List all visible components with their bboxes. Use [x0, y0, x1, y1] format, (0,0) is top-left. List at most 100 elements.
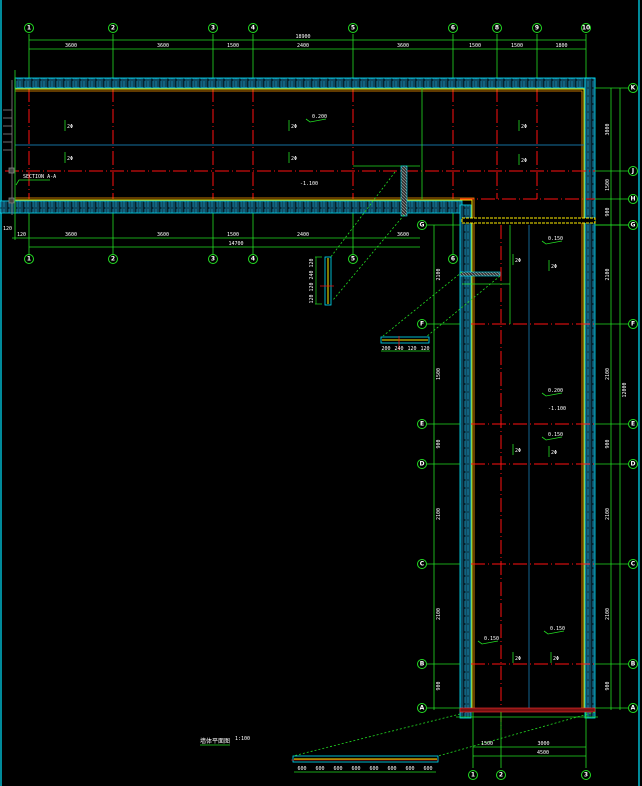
horizontal-grid-lines — [427, 87, 628, 709]
wall-lower-west — [459, 204, 472, 719]
grid-bubble-right-lower-F[interactable]: F — [628, 319, 638, 329]
inner-finish-lines — [15, 88, 585, 710]
dimension-top-1: 3600 — [157, 43, 169, 49]
grid-bubble-circle — [628, 659, 638, 669]
drawing-title: 墙体平面图 — [200, 737, 230, 745]
grid-bubble-top-5[interactable]: 5 — [348, 23, 358, 33]
grid-bubble-right-lower-B[interactable]: B — [628, 659, 638, 669]
grid-bubble-right-lower-E[interactable]: E — [628, 419, 638, 429]
grid-bubble-left-D[interactable]: D — [417, 459, 427, 469]
dimension-lower-bottom-0: 1500 — [481, 741, 493, 747]
section-long-dim-3: 600 — [351, 766, 360, 772]
dimension-right-lower-total: 12000 — [622, 382, 628, 397]
grid-bubble-circle — [492, 23, 502, 33]
beam-mark: 2Φ — [515, 656, 521, 662]
grid-bubble-right-lower-A[interactable]: A — [628, 703, 638, 713]
grid-bubble-circle — [628, 166, 638, 176]
grid-bubble-right-lower-D[interactable]: D — [628, 459, 638, 469]
dimension-top-7: 1800 — [555, 43, 567, 49]
grid-bubble-bottom-4[interactable]: 4 — [248, 254, 258, 264]
grid-bubble-label: 1 — [27, 25, 31, 32]
grid-bubble-circle — [628, 459, 638, 469]
grid-bubble-label: G — [631, 222, 636, 229]
grid-bubble-label: E — [631, 421, 635, 428]
dimension-left-lower-2: 900 — [436, 439, 442, 448]
grid-bubble-label: 5 — [351, 25, 355, 32]
section-horizontal-dim-2: 120 — [407, 346, 416, 352]
grid-bubble-label: 2 — [111, 25, 115, 32]
beam-mark: 2Φ — [553, 656, 559, 662]
level-symbol — [305, 118, 327, 123]
grid-bubble-left-B[interactable]: B — [417, 659, 427, 669]
vertical-grid-lines — [28, 34, 587, 256]
grid-bubble-label: 6 — [451, 256, 455, 263]
dimension-right-top-1: 1500 — [605, 179, 611, 191]
dimension-bottom-2: 1500 — [227, 232, 239, 238]
left-edge-element — [3, 80, 15, 215]
bottom-dimension-lines — [456, 712, 598, 768]
grid-bubble-circle — [417, 659, 427, 669]
section-horizontal-dim-1: 240 — [394, 346, 403, 352]
grid-bubble-circle — [417, 419, 427, 429]
grid-bubble-left-A[interactable]: A — [417, 703, 427, 713]
dimension-right-lower-4: 2100 — [605, 608, 611, 620]
grid-bubble-label: B — [631, 661, 636, 668]
grid-bubble-label: C — [420, 561, 425, 568]
slab-mark-B2: 0.200 — [548, 388, 563, 394]
grid-bubble-top-10[interactable]: 10 — [581, 23, 591, 33]
dimension-bottom-end-0: 120 — [3, 226, 12, 232]
grid-bubble-left-G[interactable]: G — [417, 220, 427, 230]
grid-bubble-top-1[interactable]: 1 — [24, 23, 34, 33]
slab-mark-B4: 0.150 — [548, 432, 563, 438]
grid-bubble-bottom-2[interactable]: 2 — [108, 254, 118, 264]
grid-bubble-circle — [248, 23, 258, 33]
dimension-lower-bottom-total: 4500 — [537, 750, 549, 756]
dimension-top-0: 3600 — [65, 43, 77, 49]
wall-top-south — [0, 200, 463, 214]
grid-bubble-left-C[interactable]: C — [417, 559, 427, 569]
section-long-dim-5: 600 — [387, 766, 396, 772]
grid-bubble-label: 9 — [535, 25, 539, 32]
grid-bubble-circle — [417, 703, 427, 713]
dimension-right-lower-1: 2100 — [605, 368, 611, 380]
grid-bubble-label: 3 — [584, 772, 588, 779]
grid-bubble-circle — [417, 220, 427, 230]
grid-bubble-lower-bottom-2[interactable]: 2 — [496, 770, 506, 780]
dimension-left-lower-4: 2100 — [436, 608, 442, 620]
grid-bubble-circle — [417, 459, 427, 469]
grid-bubble-top-6[interactable]: 6 — [448, 23, 458, 33]
grid-bubble-right-J[interactable]: J — [628, 166, 638, 176]
grid-bubble-bottom-6[interactable]: 6 — [448, 254, 458, 264]
grid-bubble-circle — [628, 419, 638, 429]
grid-bubble-label: F — [631, 321, 635, 328]
grid-bubble-label: K — [631, 85, 636, 92]
grid-bubble-left-E[interactable]: E — [417, 419, 427, 429]
grid-bubble-right-K[interactable]: K — [628, 83, 638, 93]
left-note-leader — [15, 179, 50, 186]
grid-bubble-top-4[interactable]: 4 — [248, 23, 258, 33]
level-symbol — [543, 630, 565, 635]
grid-bubble-lower-bottom-3[interactable]: 3 — [581, 770, 591, 780]
dimension-bottom-total: 14700 — [228, 241, 243, 247]
grid-bubble-lower-bottom-1[interactable]: 1 — [468, 770, 478, 780]
grid-bubble-bottom-5[interactable]: 5 — [348, 254, 358, 264]
grid-bubble-label: H — [630, 196, 635, 203]
grid-bubble-bottom-1[interactable]: 1 — [24, 254, 34, 264]
dimension-top-4: 3600 — [397, 43, 409, 49]
grid-bubble-top-3[interactable]: 3 — [208, 23, 218, 33]
grid-bubble-label: D — [631, 461, 636, 468]
grid-bubble-bottom-3[interactable]: 3 — [208, 254, 218, 264]
grid-bubble-circle — [108, 254, 118, 264]
grid-bubble-circle — [248, 254, 258, 264]
grid-bubble-top-2[interactable]: 2 — [108, 23, 118, 33]
grid-bubble-top-9[interactable]: 9 — [532, 23, 542, 33]
grid-bubble-top-8[interactable]: 8 — [492, 23, 502, 33]
grid-bubble-right-lower-C[interactable]: C — [628, 559, 638, 569]
level-symbol — [541, 436, 563, 441]
grid-bubble-left-F[interactable]: F — [417, 319, 427, 329]
grid-bubble-right-G[interactable]: G — [628, 220, 638, 230]
grid-bubble-right-H[interactable]: H — [628, 194, 638, 204]
beam-mark: 2Φ — [551, 264, 557, 270]
